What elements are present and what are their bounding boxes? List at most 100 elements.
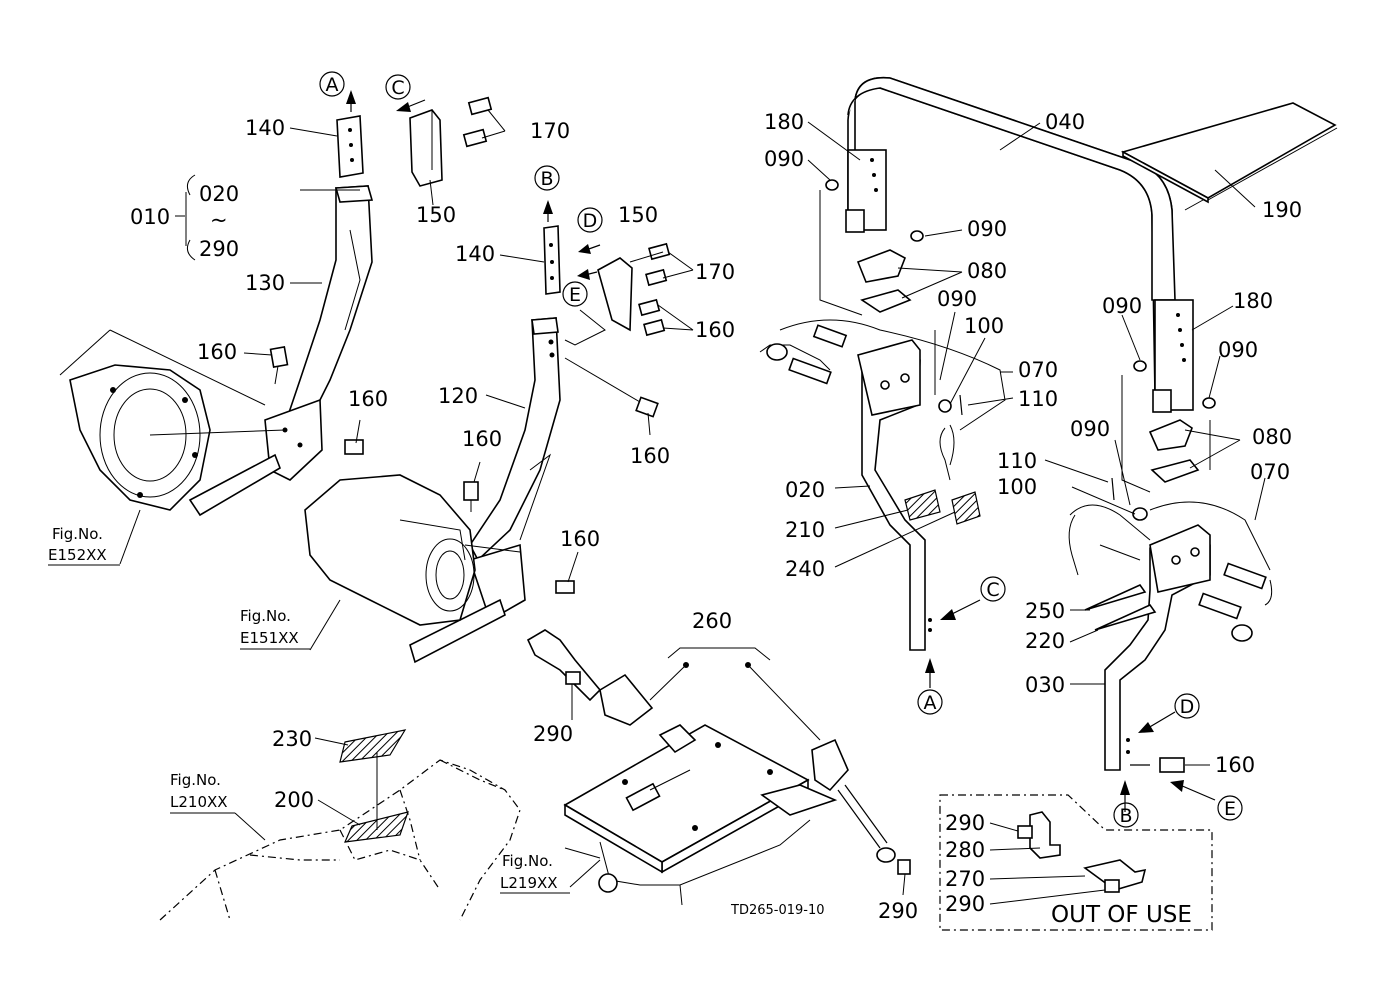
left-frame-assembly: [59, 90, 493, 517]
label-270: 270: [945, 867, 985, 891]
callout-d-mid: D: [577, 207, 603, 233]
label-200: 200: [274, 788, 314, 812]
label-150-mid: 150: [618, 203, 658, 227]
label-230: 230: [272, 727, 312, 751]
svg-text:D: D: [583, 210, 598, 232]
label-290-d: 290: [945, 892, 985, 916]
label-090-b: 090: [967, 217, 1007, 241]
label-090-a: 090: [764, 147, 804, 171]
figure-refs: Fig.No. E152XX Fig.No. E151XX Fig.No. L2…: [48, 525, 570, 894]
label-150-left: 150: [416, 203, 456, 227]
label-020-range: 020: [199, 182, 239, 206]
figure-ref-leaders: [119, 509, 601, 888]
svg-text:D: D: [1180, 696, 1195, 718]
svg-text:Fig.No.: Fig.No.: [502, 852, 553, 870]
label-220: 220: [1025, 629, 1065, 653]
label-090-c: 090: [937, 287, 977, 311]
svg-text:E: E: [1224, 798, 1236, 820]
label-170-mid: 170: [695, 260, 735, 284]
label-090-e: 090: [1218, 338, 1258, 362]
svg-text:L219XX: L219XX: [500, 874, 558, 892]
label-070-b: 070: [1250, 460, 1290, 484]
callout-c-right: C: [980, 576, 1006, 602]
label-170-left: 170: [530, 119, 570, 143]
label-160-a: 160: [197, 340, 237, 364]
callout-b-bottom: B: [1113, 802, 1139, 828]
label-100-a: 100: [964, 314, 1004, 338]
svg-text:A: A: [924, 692, 937, 714]
label-160-b: 160: [348, 387, 388, 411]
label-040: 040: [1045, 110, 1085, 134]
svg-text:C: C: [391, 77, 404, 99]
svg-text:Fig.No.: Fig.No.: [240, 607, 291, 625]
label-290-b: 290: [878, 899, 918, 923]
label-180-left: 180: [764, 110, 804, 134]
figure-ref-e152xx: Fig.No. E152XX: [48, 525, 120, 566]
label-180-right: 180: [1233, 289, 1273, 313]
fender-leaders: [314, 737, 361, 826]
range-tilde: ~: [210, 208, 228, 232]
callout-a-bottom: A: [917, 689, 943, 715]
label-260: 260: [692, 609, 732, 633]
callout-circles: A C B D E C A D: [319, 71, 1243, 828]
label-100-b: 100: [997, 475, 1037, 499]
label-090-f: 090: [1070, 417, 1110, 441]
label-120: 120: [438, 384, 478, 408]
svg-text:B: B: [1119, 805, 1132, 827]
svg-text:E: E: [569, 284, 581, 306]
label-160-g: 160: [1215, 753, 1255, 777]
label-160-c: 160: [695, 318, 735, 342]
figure-ref-l210xx: Fig.No. L210XX: [170, 771, 235, 814]
label-290-range: 290: [199, 237, 239, 261]
middle-frame-assembly: [304, 200, 671, 664]
operator-manual: [1120, 102, 1338, 208]
svg-text:Fig.No.: Fig.No.: [52, 525, 103, 543]
label-240: 240: [785, 557, 825, 581]
label-160-e: 160: [462, 427, 502, 451]
out-of-use-box: [939, 794, 1213, 931]
label-140-left: 140: [245, 116, 285, 140]
figure-ref-l219xx: Fig.No. L219XX: [500, 852, 570, 894]
left-leaders: [175, 109, 506, 444]
label-080-b: 080: [1252, 425, 1292, 449]
seat-assembly: [526, 629, 911, 906]
callout-e-right: E: [1217, 795, 1243, 821]
part-labels: 010 020 ~ 290 130 140 150 170 160 160 14…: [130, 110, 1302, 928]
label-110-b: 110: [997, 449, 1037, 473]
out-of-use-label: OUT OF USE: [1051, 902, 1192, 928]
svg-text:E152XX: E152XX: [48, 546, 107, 564]
fender-outline: [159, 729, 521, 921]
label-290-a: 290: [533, 722, 573, 746]
svg-text:E151XX: E151XX: [240, 629, 299, 647]
label-030: 030: [1025, 673, 1065, 697]
callout-c-top: C: [385, 74, 411, 100]
label-080-a: 080: [967, 259, 1007, 283]
label-140-mid: 140: [455, 242, 495, 266]
label-250: 250: [1025, 599, 1065, 623]
label-130: 130: [245, 271, 285, 295]
svg-text:Fig.No.: Fig.No.: [170, 771, 221, 789]
middle-leaders: [473, 251, 694, 583]
svg-text:A: A: [326, 74, 339, 96]
label-010: 010: [130, 205, 170, 229]
label-110-a: 110: [1018, 387, 1058, 411]
label-090-d: 090: [1102, 294, 1142, 318]
drawing-number: TD265-019-10: [730, 903, 825, 918]
label-070-a: 070: [1018, 358, 1058, 382]
callout-d-right: D: [1174, 693, 1200, 719]
svg-text:L210XX: L210XX: [170, 793, 228, 811]
svg-text:C: C: [986, 579, 999, 601]
label-020: 020: [785, 478, 825, 502]
label-160-f: 160: [560, 527, 600, 551]
rops-leaders: [807, 121, 1266, 812]
svg-text:B: B: [540, 168, 553, 190]
callout-e-mid: E: [562, 281, 588, 307]
label-280: 280: [945, 838, 985, 862]
label-290-c: 290: [945, 811, 985, 835]
label-160-d: 160: [630, 444, 670, 468]
figure-ref-e151xx: Fig.No. E151XX: [240, 607, 310, 650]
callout-b-top: B: [534, 165, 560, 191]
callout-a-top: A: [319, 71, 345, 97]
rops-frame: [759, 76, 1273, 771]
